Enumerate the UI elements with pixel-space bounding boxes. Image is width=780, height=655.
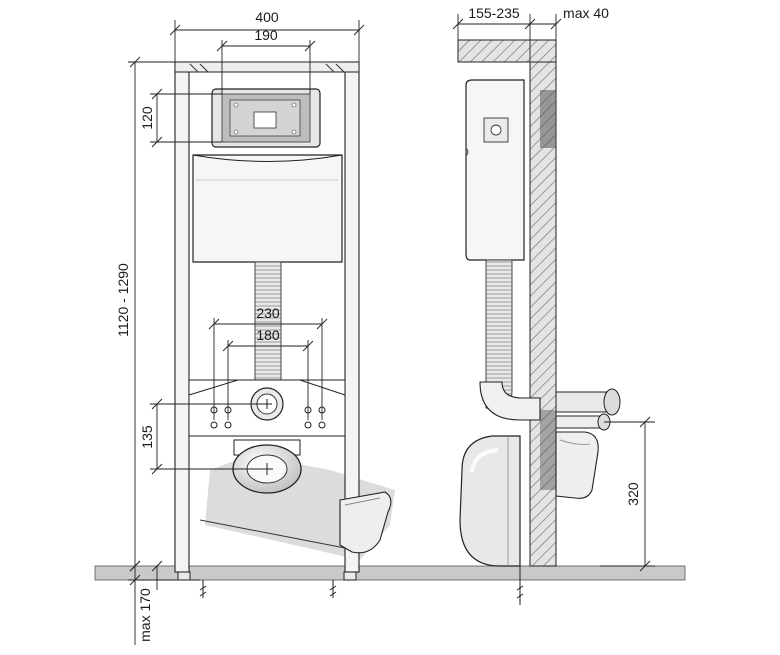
drain-outlet [232,439,302,494]
dim-155-235: 155-235 [468,5,520,21]
dim-400: 400 [255,9,279,25]
dim-lines-front [128,20,365,645]
front-view [128,20,395,645]
dim-max-170: max 170 [137,588,153,642]
toilet-side-icon [555,431,599,499]
side-view [452,14,655,605]
dim-320: 320 [625,482,641,506]
flush-inlet [250,387,284,421]
frame-left-upright [174,61,190,573]
drain-pipe-icon [459,435,521,567]
dim-190: 190 [254,27,278,43]
cistern-side [465,79,525,261]
dim-230: 230 [256,305,280,321]
dim-1120-1290: 1120 - 1290 [115,263,131,337]
frame-right-upright [344,61,360,573]
floor [94,565,686,581]
frame-top-bar [174,61,360,73]
dim-120: 120 [139,106,155,130]
dim-135: 135 [139,425,155,449]
flush-plate-icon [211,88,321,148]
flush-pipe [254,261,282,383]
dim-max-40: max 40 [563,5,609,21]
dim-180: 180 [256,327,280,343]
dim-lines-side [452,14,655,572]
inlet-pipe-side [555,388,621,431]
cistern-icon [192,154,343,263]
toilet-bowl-icon [339,491,392,554]
wall-hatch-icon [457,39,557,567]
